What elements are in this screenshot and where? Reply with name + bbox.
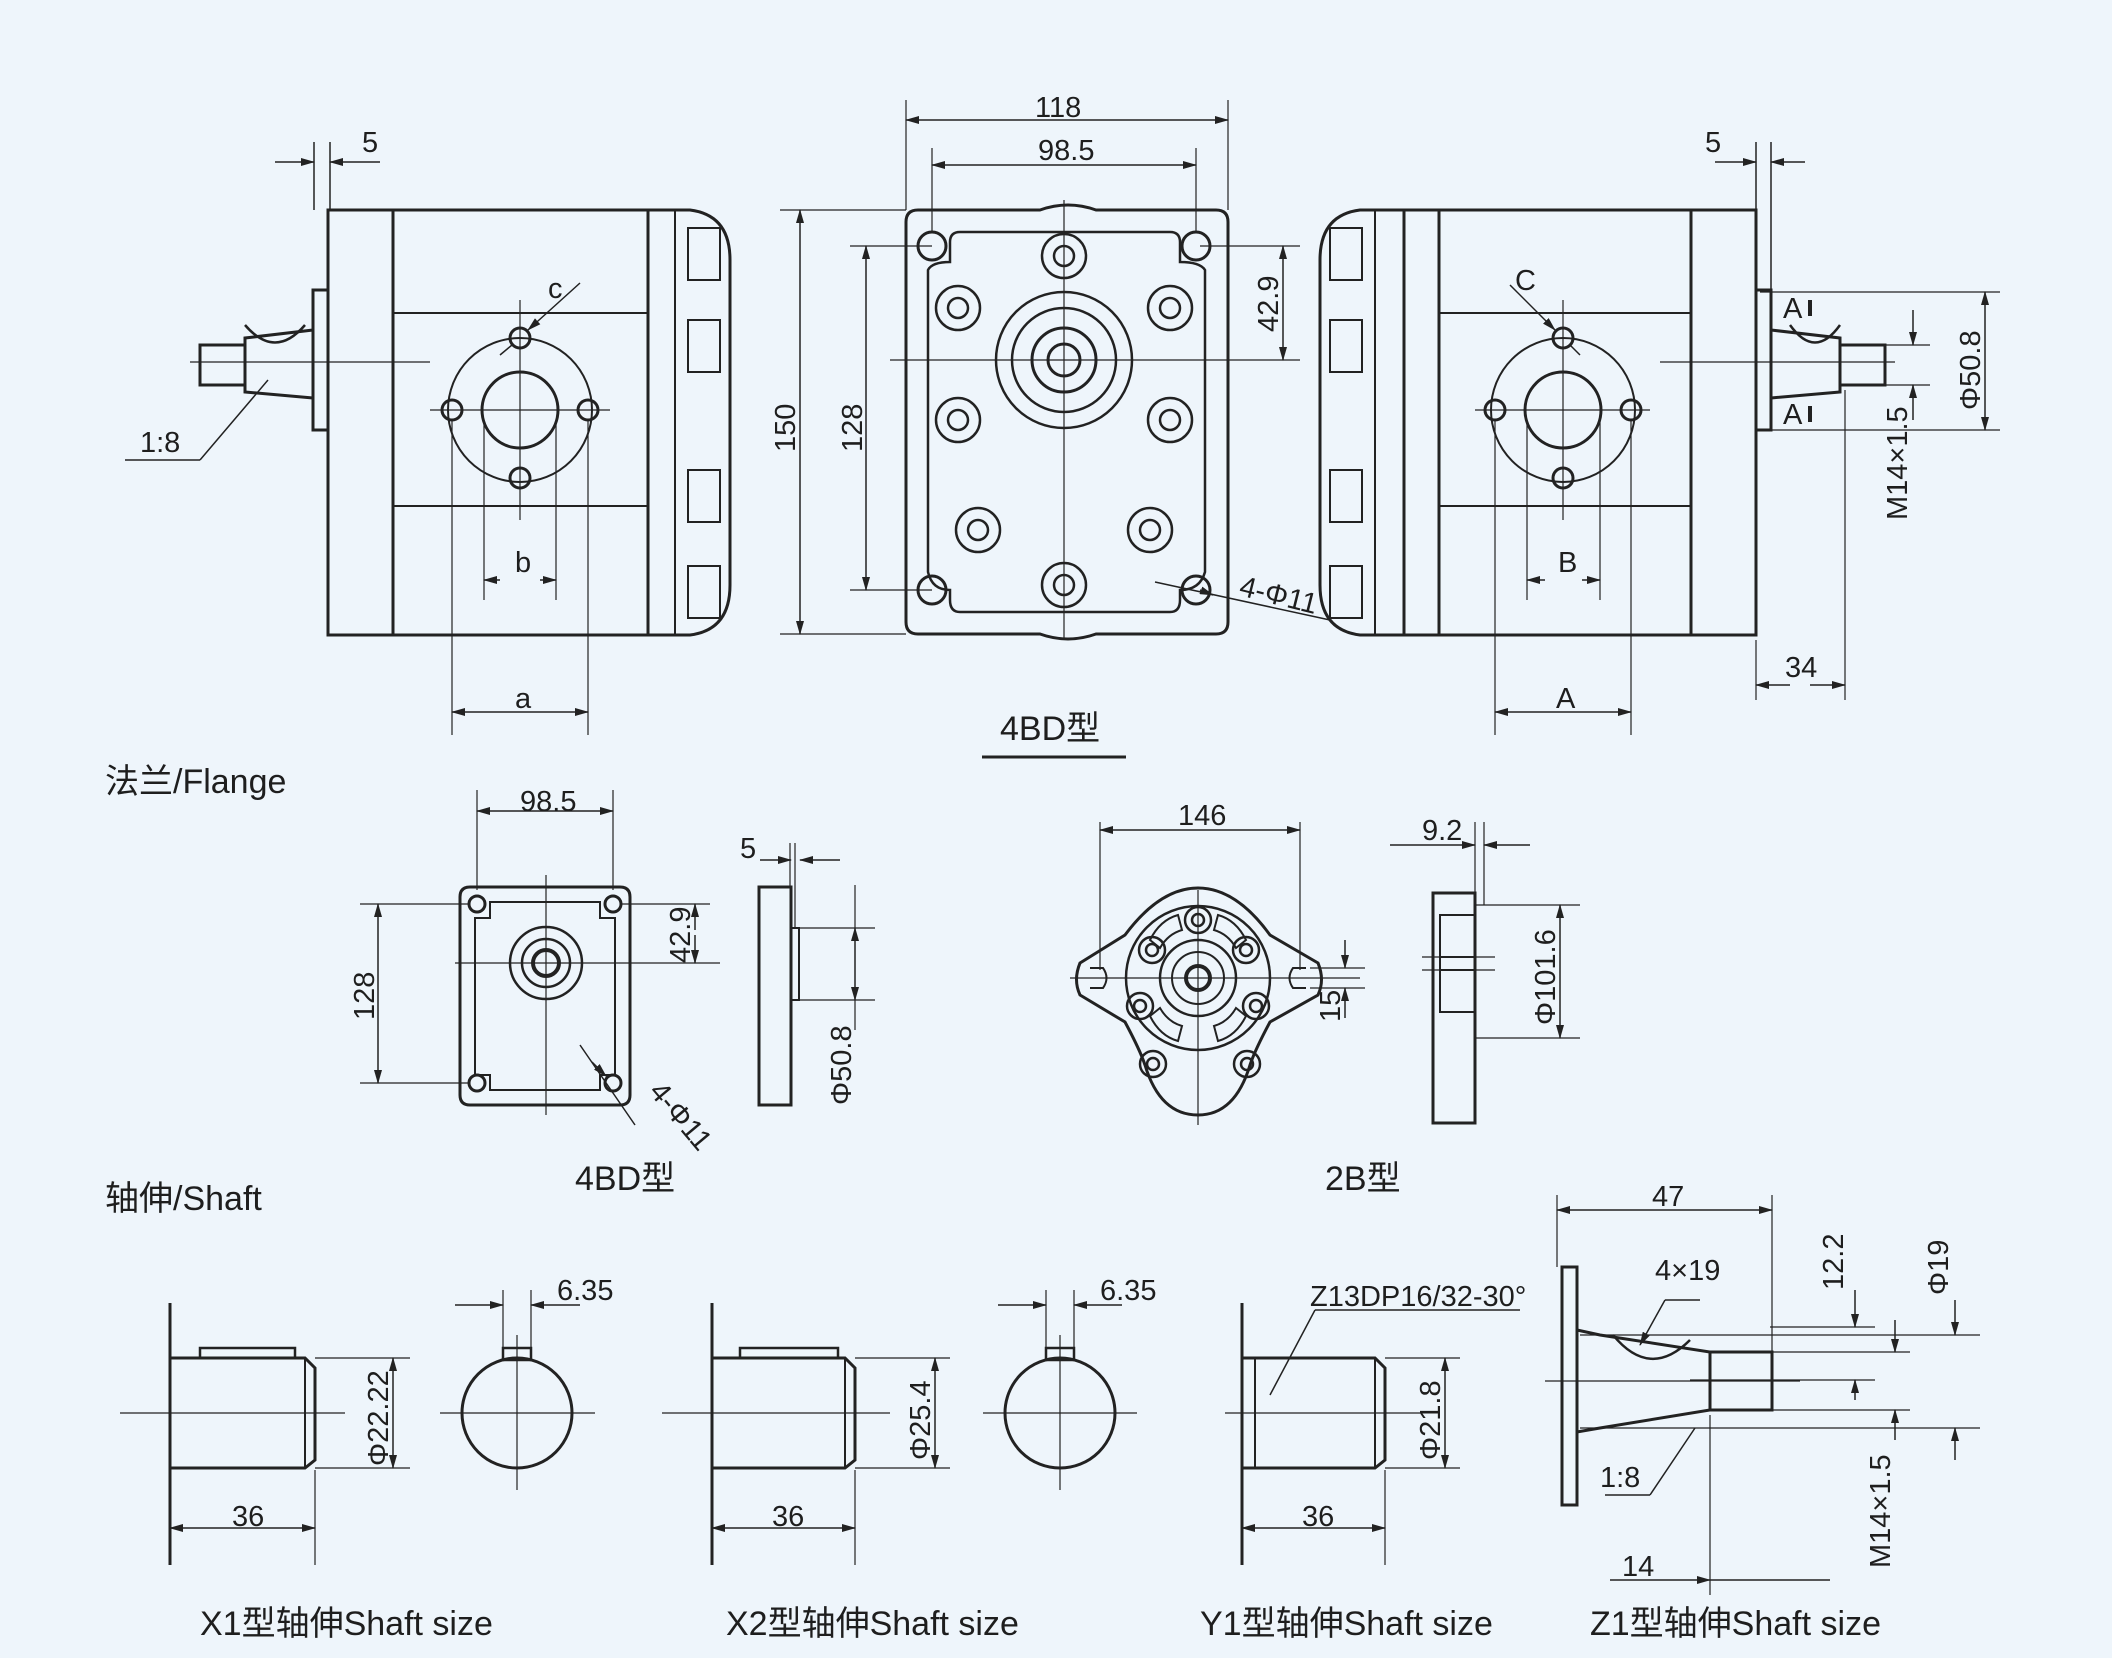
C-label: C [1515, 265, 1536, 297]
left-side-view [125, 142, 732, 735]
x1-length-label: 36 [232, 1501, 264, 1533]
flange-offset-label: 42.9 [665, 907, 697, 963]
shaft-len-34-label: 34 [1785, 652, 1817, 684]
y1-length-label: 36 [1302, 1501, 1334, 1533]
front-view-labels: 118 98.5 150 128 42.9 4-Φ11 4BD型 [770, 92, 1321, 748]
section-a-bottom: A [1783, 399, 1803, 431]
y1-caption: Y1型轴伸Shaft size [1200, 1605, 1493, 1643]
y1-dia-label: Φ21.8 [1415, 1380, 1447, 1460]
flange-4bd-labels: 98.5 128 42.9 4-Φ11 5 Φ50.8 4BD型 [349, 786, 858, 1198]
shaft-y1 [1225, 1303, 1520, 1565]
z1-taper-label: 1:8 [1600, 1462, 1640, 1494]
flange-4bd-title: 4BD型 [575, 1160, 675, 1198]
c-label: c [548, 273, 563, 305]
A-label: A [1556, 683, 1576, 715]
flange-heading: 法兰/Flange [105, 763, 286, 801]
flange-4bd [360, 790, 875, 1126]
right-side-view [1318, 142, 2000, 735]
x1-caption: X1型轴伸Shaft size [200, 1605, 493, 1643]
shaft-x2 [662, 1290, 1137, 1565]
x2-length-label: 36 [772, 1501, 804, 1533]
z1-caption: Z1型轴伸Shaft size [1590, 1605, 1881, 1643]
holes-4-11-label: 4-Φ11 [1236, 571, 1320, 621]
b-label: b [515, 547, 531, 579]
flange-2b-pilot-label: Φ101.6 [1530, 929, 1562, 1025]
shaft-x1 [120, 1290, 595, 1565]
z1-overall-label: 47 [1652, 1181, 1684, 1213]
shaft-heading: 轴伸/Shaft [105, 1180, 262, 1218]
shaft-y1-labels: 36 Φ21.8 Z13DP16/32-30° Y1型轴伸Shaft size [1200, 1281, 1526, 1643]
left-view-labels: 5 1:8 c b a [140, 127, 563, 715]
y1-spline-label: Z13DP16/32-30° [1310, 1281, 1526, 1313]
shaft-z1-labels: 47 4×19 12.2 Φ19 1:8 M14×1.5 14 Z1型轴伸Sha… [1590, 1181, 1955, 1643]
x2-key-label: 6.35 [1100, 1275, 1156, 1307]
width-98-5-label: 98.5 [1038, 135, 1094, 167]
flange-2b-slot-label: 15 [1315, 990, 1347, 1022]
flange-width-label: 98.5 [520, 786, 576, 818]
right-offset-label: 5 [1705, 127, 1721, 159]
front-view [780, 100, 1331, 759]
right-view-labels: 5 C B A A A Φ50.8 M14×1.5 34 [1515, 127, 1987, 715]
shaft-x2-labels: 36 Φ25.4 6.35 X2型轴伸Shaft size [726, 1275, 1156, 1643]
shaft-x1-labels: 36 Φ22.22 6.35 X1型轴伸Shaft size [200, 1275, 613, 1643]
left-offset-label: 5 [362, 127, 378, 159]
x1-dia-label: Φ22.22 [363, 1370, 395, 1466]
a-label: a [515, 683, 532, 715]
flange-pilot-label: Φ50.8 [826, 1025, 858, 1105]
flange-2b [1070, 822, 1580, 1125]
flange-2b-title: 2B型 [1325, 1160, 1401, 1198]
main-title: 4BD型 [1000, 710, 1100, 748]
z1-thread-label: M14×1.5 [1865, 1454, 1897, 1568]
z1-thread-len-label: 14 [1622, 1551, 1654, 1583]
flange-height-label: 128 [349, 972, 381, 1020]
flange-2b-thickness-label: 9.2 [1422, 815, 1462, 847]
flange-thickness-label: 5 [740, 833, 756, 865]
section-a-top: A [1783, 293, 1803, 325]
taper-label: 1:8 [140, 427, 180, 459]
x1-key-label: 6.35 [557, 1275, 613, 1307]
height-150-label: 150 [770, 404, 802, 452]
z1-key-label: 4×19 [1655, 1255, 1720, 1287]
B-label: B [1558, 547, 1577, 579]
z1-depth-label: 12.2 [1818, 1234, 1850, 1290]
width-118-label: 118 [1035, 92, 1081, 124]
flange-2b-width-label: 146 [1178, 800, 1226, 832]
height-128-label: 128 [837, 404, 869, 452]
x2-dia-label: Φ25.4 [905, 1380, 937, 1460]
thread-label: M14×1.5 [1882, 406, 1914, 520]
pilot-dia-label: Φ50.8 [1955, 330, 1987, 410]
z1-dia-label: Φ19 [1923, 1240, 1955, 1295]
x2-caption: X2型轴伸Shaft size [726, 1605, 1019, 1643]
shaft-z1 [1545, 1195, 1980, 1595]
flange-2b-labels: 146 15 9.2 Φ101.6 2B型 [1178, 800, 1562, 1198]
flange-holes-label: 4-Φ11 [643, 1076, 718, 1157]
offset-42-9-label: 42.9 [1253, 276, 1285, 332]
